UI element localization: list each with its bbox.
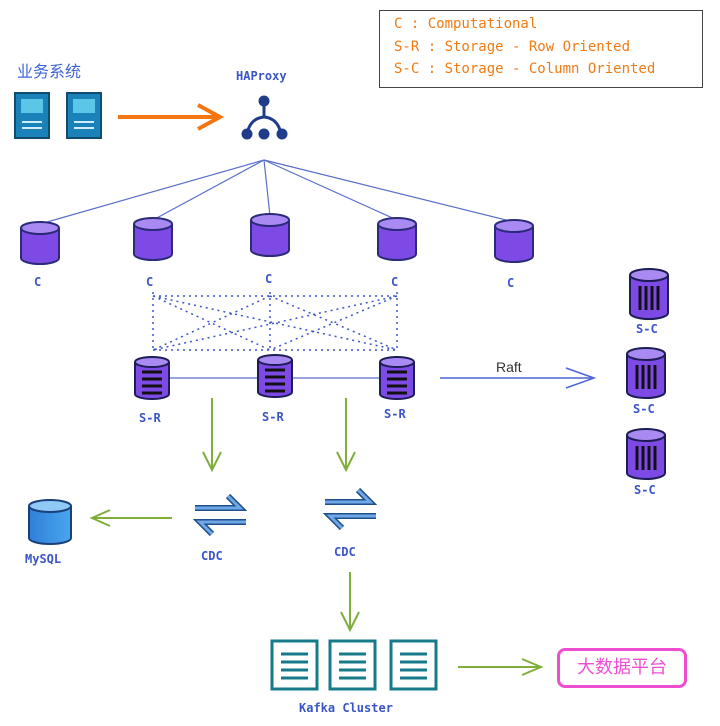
row-storage-label: S-R xyxy=(262,410,284,424)
bigdata-arrow xyxy=(458,658,544,676)
legend: C : Computational S-R : Storage - Row Or… xyxy=(379,10,703,88)
compute-storage-mesh xyxy=(152,292,398,352)
compute-node xyxy=(377,217,417,261)
compute-label: C xyxy=(391,275,399,289)
compute-node xyxy=(494,219,534,263)
server-icon xyxy=(14,92,50,139)
mysql-database xyxy=(28,499,72,545)
column-storage-label: S-C xyxy=(636,322,658,336)
compute-label: C xyxy=(146,275,154,289)
column-storage-node xyxy=(626,347,666,399)
legend-line: S-C : Storage - Column Oriented xyxy=(394,61,656,77)
legend-line: C : Computational xyxy=(394,16,538,32)
kafka-broker-icon xyxy=(270,639,319,691)
kafka-arrow xyxy=(340,572,360,633)
row-storage-node xyxy=(379,356,415,400)
row-storage-node xyxy=(257,354,293,398)
compute-node xyxy=(250,213,290,257)
column-storage-label: S-C xyxy=(633,402,655,416)
row-storage-label: S-R xyxy=(139,411,161,425)
kafka-broker-icon xyxy=(389,639,438,691)
compute-label: C xyxy=(507,276,515,290)
raft-label: Raft xyxy=(496,359,522,375)
sync-icon xyxy=(322,487,378,531)
mysql-arrow xyxy=(89,509,172,527)
column-storage-node xyxy=(626,428,666,480)
raft-arrow xyxy=(440,367,597,389)
compute-label: C xyxy=(265,272,273,286)
kafka-label: Kafka Cluster xyxy=(299,701,393,715)
server-icon xyxy=(66,92,102,139)
business-system-label: 业务系统 xyxy=(17,62,82,81)
compute-label: C xyxy=(34,275,42,289)
legend-line: S-R : Storage - Row Oriented xyxy=(394,39,631,55)
compute-node xyxy=(133,217,173,261)
haproxy-icon xyxy=(241,95,288,140)
sync-icon xyxy=(192,493,248,537)
cdc-label: CDC xyxy=(334,545,356,559)
big-data-platform-box: 大数据平台 xyxy=(557,648,687,688)
haproxy-links xyxy=(39,159,515,225)
cdc-arrow xyxy=(336,398,356,473)
column-storage-node xyxy=(629,268,669,320)
haproxy-label: HAProxy xyxy=(236,69,287,83)
request-arrow xyxy=(118,103,225,131)
cdc-arrow xyxy=(202,398,222,473)
column-storage-label: S-C xyxy=(634,483,656,497)
compute-node xyxy=(20,221,60,265)
row-storage-node xyxy=(134,356,170,400)
mysql-label: MySQL xyxy=(25,552,62,566)
kafka-broker-icon xyxy=(328,639,377,691)
cdc-label: CDC xyxy=(201,549,223,563)
row-storage-label: S-R xyxy=(384,407,406,421)
